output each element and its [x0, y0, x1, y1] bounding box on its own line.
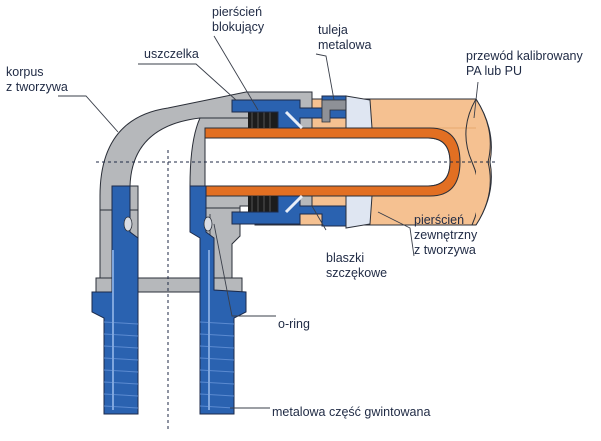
calibrated-tube — [204, 98, 492, 226]
labels: korpus z tworzywa uszczelka pierścień bl… — [6, 5, 586, 419]
outer-plastic-ring — [345, 95, 373, 229]
label-metal-sleeve: tuleja metalowa — [318, 23, 372, 52]
center-axes — [96, 150, 496, 432]
leader-lines — [58, 35, 479, 409]
label-calibrated-tube: przewód kalibrowany PA lub PU — [466, 49, 586, 78]
thread-right — [189, 185, 247, 415]
thread-left — [91, 185, 139, 415]
threaded-insert — [91, 185, 247, 415]
label-locking-ring: pierścień blokujący — [212, 5, 266, 34]
label-seal: uszczelka — [144, 47, 199, 61]
label-body: korpus z tworzywa — [6, 65, 68, 94]
o-ring — [123, 216, 213, 232]
clamping-teeth — [284, 110, 304, 214]
seal — [248, 112, 278, 212]
label-outer-ring: pierścień zewnętrzny z tworzywa — [414, 213, 481, 257]
label-clamping-teeth: blaszki szczękowe — [326, 251, 387, 280]
locking-ring — [231, 95, 347, 227]
label-o-ring: o-ring — [278, 317, 310, 331]
label-threaded-part: metalowa część gwintowana — [272, 405, 430, 419]
